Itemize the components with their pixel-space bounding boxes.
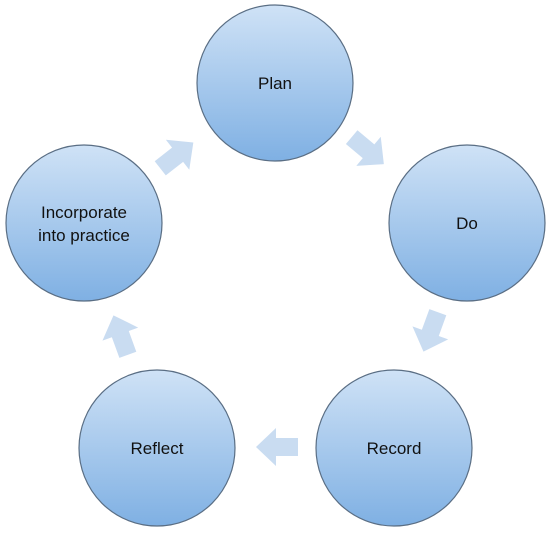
node-plan-circle — [196, 4, 354, 162]
arrows-group — [102, 130, 449, 466]
node-incorporate: Incorporate into practice — [5, 144, 163, 302]
arrow-reflect-to-incorporate — [102, 315, 139, 358]
node-reflect-circle — [78, 369, 236, 527]
node-reflect: Reflect — [78, 369, 236, 527]
arrow-do-to-record — [412, 309, 449, 352]
arrow-record-to-reflect — [256, 428, 298, 466]
node-record-circle — [315, 369, 473, 527]
arrow-plan-to-do — [345, 130, 384, 166]
node-record-label: Record — [367, 439, 422, 458]
node-plan-label: Plan — [258, 74, 292, 93]
nodes-group: Plan Do Record Reflect Incorporate into … — [5, 4, 546, 527]
node-do-circle — [388, 144, 546, 302]
node-incorporate-label-line-1: Incorporate — [41, 203, 127, 222]
node-do-label: Do — [456, 214, 478, 233]
node-record: Record — [315, 369, 473, 527]
node-reflect-label: Reflect — [131, 439, 184, 458]
node-do: Do — [388, 144, 546, 302]
arrow-incorporate-to-plan — [154, 139, 194, 176]
node-incorporate-label-line-2: into practice — [38, 226, 130, 245]
node-plan: Plan — [196, 4, 354, 162]
node-incorporate-circle — [5, 144, 163, 302]
